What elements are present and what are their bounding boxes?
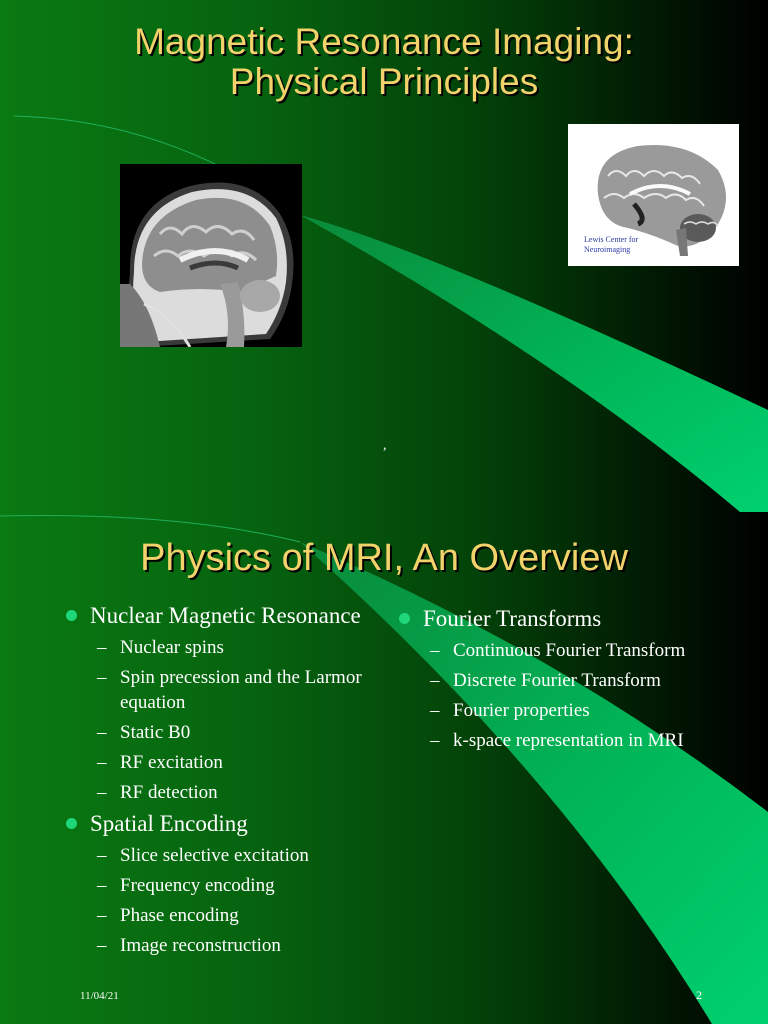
brain-illustration: Lewis Center for Neuroimaging: [568, 124, 739, 266]
dash-icon: –: [430, 700, 440, 721]
sub-item: –RF excitation: [64, 750, 374, 775]
sub-item: –Continuous Fourier Transform: [397, 638, 727, 663]
sub-item: –Nuclear spins: [64, 635, 374, 660]
swoosh-decoration: [0, 515, 768, 1024]
bullet-dot-icon: [66, 818, 77, 829]
sub-item: –RF detection: [64, 780, 374, 805]
bullet-dot-icon: [66, 610, 77, 621]
sub-item: –Static B0: [64, 720, 374, 745]
sub-item-label: Continuous Fourier Transform: [453, 640, 686, 661]
sub-item-label: Static B0: [120, 722, 191, 743]
dash-icon: –: [97, 905, 107, 926]
sub-item-label: Nuclear spins: [120, 637, 224, 658]
footer-date: 11/04/21: [80, 990, 119, 1002]
sub-item: –Fourier properties: [397, 698, 727, 723]
stray-mark: ,: [383, 438, 387, 453]
dash-icon: –: [97, 935, 107, 956]
sub-item-label: Fourier properties: [453, 700, 590, 721]
sub-item-label: k-space representation in MRI: [453, 730, 684, 751]
sub-item-label: Discrete Fourier Transform: [453, 670, 661, 691]
dash-icon: –: [430, 640, 440, 661]
dash-icon: –: [97, 667, 107, 688]
bullet-nmr: Nuclear Magnetic Resonance: [64, 602, 374, 629]
dash-icon: –: [430, 670, 440, 691]
sub-item: –k-space representation in MRI: [397, 728, 727, 753]
dash-icon: –: [97, 722, 107, 743]
dash-icon: –: [97, 782, 107, 803]
dash-icon: –: [97, 752, 107, 773]
sub-item: –Slice selective excitation: [64, 843, 374, 868]
sub-item-label: Phase encoding: [120, 905, 239, 926]
page-number: 2: [696, 988, 702, 1002]
bullet-spatial-encoding: Spatial Encoding: [64, 810, 374, 837]
dash-icon: –: [430, 730, 440, 751]
brain-drawing: [597, 145, 726, 256]
sub-item: –Image reconstruction: [64, 933, 374, 958]
title-line-1: Magnetic Resonance Imaging:: [134, 21, 634, 62]
left-bullet-column: Nuclear Magnetic Resonance –Nuclear spin…: [64, 602, 374, 963]
slide-title-heading: Magnetic Resonance Imaging: Physical Pri…: [0, 22, 768, 102]
bullet-label: Fourier Transforms: [423, 606, 602, 631]
bullet-dot-icon: [399, 613, 410, 624]
dash-icon: –: [97, 637, 107, 658]
sub-item: –Phase encoding: [64, 903, 374, 928]
sub-item-label: Slice selective excitation: [120, 845, 309, 866]
dash-icon: –: [97, 845, 107, 866]
slide-title: Magnetic Resonance Imaging: Physical Pri…: [0, 0, 768, 512]
right-bullet-column: Fourier Transforms –Continuous Fourier T…: [397, 605, 727, 758]
sub-item-label: Image reconstruction: [120, 935, 281, 956]
bullet-label: Spatial Encoding: [90, 811, 248, 836]
bullet-label: Nuclear Magnetic Resonance: [90, 603, 361, 628]
dash-icon: –: [97, 875, 107, 896]
sub-item: –Spin precession and the Larmor equation: [64, 665, 374, 715]
sub-item-label: Spin precession and the Larmor equation: [120, 667, 362, 713]
brain-caption: Lewis Center for Neuroimaging: [584, 235, 639, 254]
sub-item-label: Frequency encoding: [120, 875, 275, 896]
slide-overview-heading: Physics of MRI, An Overview: [140, 537, 628, 579]
sub-item-label: RF detection: [120, 782, 218, 803]
mri-scan-image: [120, 164, 302, 348]
sub-item: –Frequency encoding: [64, 873, 374, 898]
sub-item: –Discrete Fourier Transform: [397, 668, 727, 693]
slide-overview: Physics of MRI, An Overview Nuclear Magn…: [0, 512, 768, 1024]
title-line-2: Physical Principles: [229, 61, 539, 102]
bullet-fourier-transforms: Fourier Transforms: [397, 605, 727, 632]
sub-item-label: RF excitation: [120, 752, 223, 773]
